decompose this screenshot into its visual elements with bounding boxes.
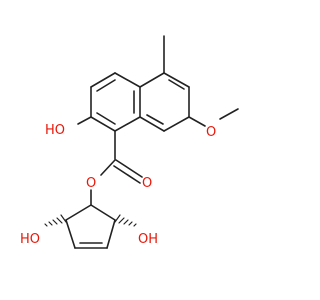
ester-oxygen-label: O (86, 176, 96, 191)
ring-hydroxyl-label: HO (45, 123, 65, 138)
bond (114, 72, 141, 88)
molecule-structure: HO O O O HO OH (20, 35, 239, 249)
bond (163, 72, 190, 88)
cyclopentene-hydroxyl-right-label: OH (138, 232, 158, 247)
hydroxyl-bond (77, 116, 92, 125)
double-bond-inner (96, 112, 116, 125)
bond (90, 72, 116, 88)
methoxy-methyl-bond (219, 108, 239, 120)
carbonyl-bond (115, 159, 143, 178)
ester-o-bond (100, 159, 116, 176)
double-bond-inner (146, 114, 164, 125)
methoxy-oxygen-label: O (206, 125, 216, 140)
hashed-wedge-left (44, 214, 67, 227)
bond (139, 116, 165, 132)
bond (90, 116, 116, 132)
double-bond-inner (96, 79, 116, 92)
bond (114, 116, 141, 132)
ring-bond (65, 204, 92, 221)
ring-bond (65, 219, 76, 249)
ring-bond (106, 219, 116, 249)
carbonyl-bond-inner (113, 165, 141, 184)
bond (163, 116, 190, 132)
double-bond-inner (168, 79, 185, 90)
bond (139, 72, 165, 88)
hashed-wedge-right (114, 214, 137, 227)
methoxy-bond (188, 116, 206, 127)
carbonyl-oxygen-label: O (142, 176, 152, 191)
ring-bond (90, 204, 116, 221)
cyclopentene-hydroxyl-left-label: HO (20, 232, 40, 247)
